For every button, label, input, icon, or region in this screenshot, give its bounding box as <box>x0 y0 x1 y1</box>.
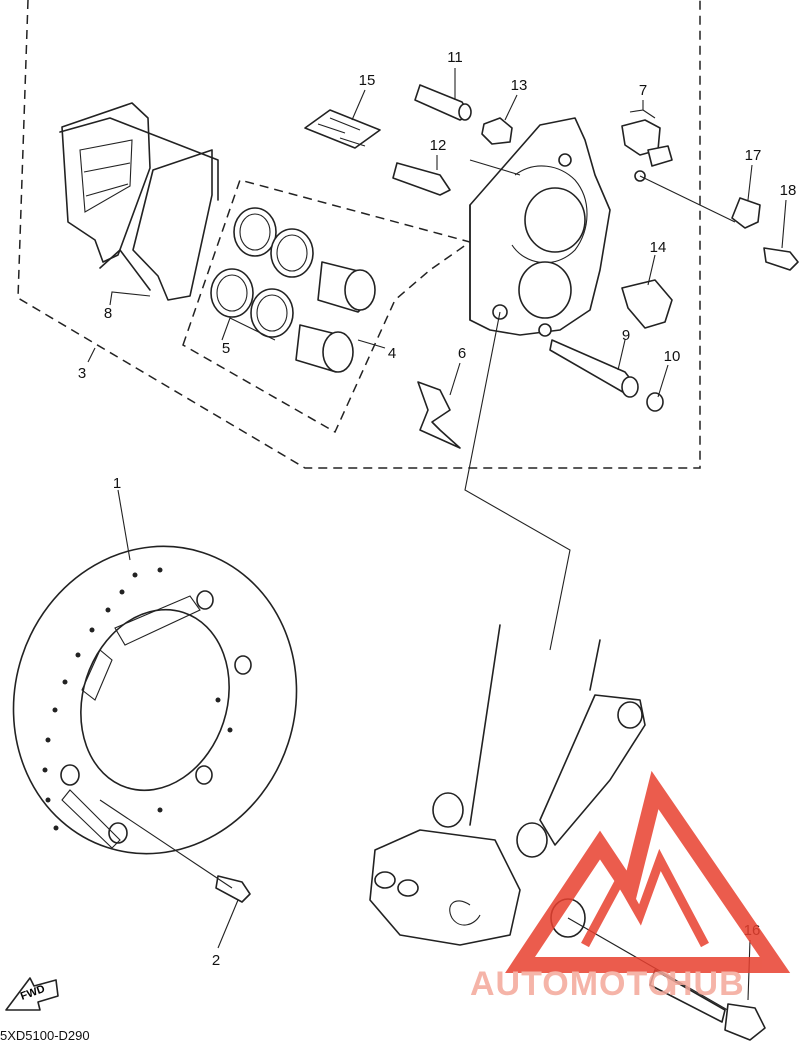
caliper-body <box>469 117 646 337</box>
bracket-bolt <box>567 917 766 1041</box>
pad-support <box>417 381 461 449</box>
disc-bolt <box>99 799 251 903</box>
watermark-logo-inner <box>581 848 709 948</box>
watermark-text-1: AUTOMOTO <box>470 965 675 1003</box>
callout-8: 8 <box>104 305 112 322</box>
watermark-text-2: HUB <box>668 965 745 1003</box>
pad-pin-2 <box>392 162 451 196</box>
callout-5: 5 <box>222 340 230 357</box>
callout-6: 6 <box>458 345 466 362</box>
callout-13: 13 <box>511 77 528 94</box>
caliper-bolt <box>549 339 639 398</box>
callout-1: 1 <box>113 475 121 492</box>
automotohub-watermark: AUTOMOTO HUB <box>470 770 791 1003</box>
callout-9: 9 <box>622 327 630 344</box>
callout-11: 11 <box>447 49 463 66</box>
callout-leaders <box>87 68 787 1001</box>
bleed-valve <box>621 119 673 167</box>
hose-clamp <box>731 197 761 229</box>
piston-seals <box>210 207 314 338</box>
brake-pad-set <box>59 102 219 301</box>
pistons <box>295 261 376 373</box>
caliper-assembly-boundary <box>17 0 701 469</box>
callout-2: 2 <box>212 952 220 969</box>
callout-12: 12 <box>430 137 447 154</box>
caliper-bolt-sleeve <box>621 279 673 329</box>
fork-leg <box>369 624 646 946</box>
callout-15: 15 <box>359 72 376 89</box>
disc-vent-holes <box>42 567 233 831</box>
assembly-leader-lines <box>464 159 736 651</box>
callout-10: 10 <box>664 348 681 365</box>
callout-14: 14 <box>650 239 667 256</box>
callout-7: 7 <box>639 82 647 99</box>
clamp-bolt <box>763 247 799 271</box>
watermark-logo-outer <box>505 770 791 973</box>
callout-4: 4 <box>388 345 396 362</box>
callout-17: 17 <box>745 147 762 164</box>
callout-3: 3 <box>78 365 86 382</box>
fwd-arrow: FWD <box>5 977 59 1011</box>
callout-18: 18 <box>780 182 797 199</box>
pad-pin-plug <box>481 117 513 145</box>
brake-disc <box>12 545 298 855</box>
bolt-cap <box>646 392 664 412</box>
drawing-code: 5XD5100-D290 <box>0 1028 90 1043</box>
pad-spring <box>304 109 381 149</box>
pad-pin <box>414 84 472 121</box>
